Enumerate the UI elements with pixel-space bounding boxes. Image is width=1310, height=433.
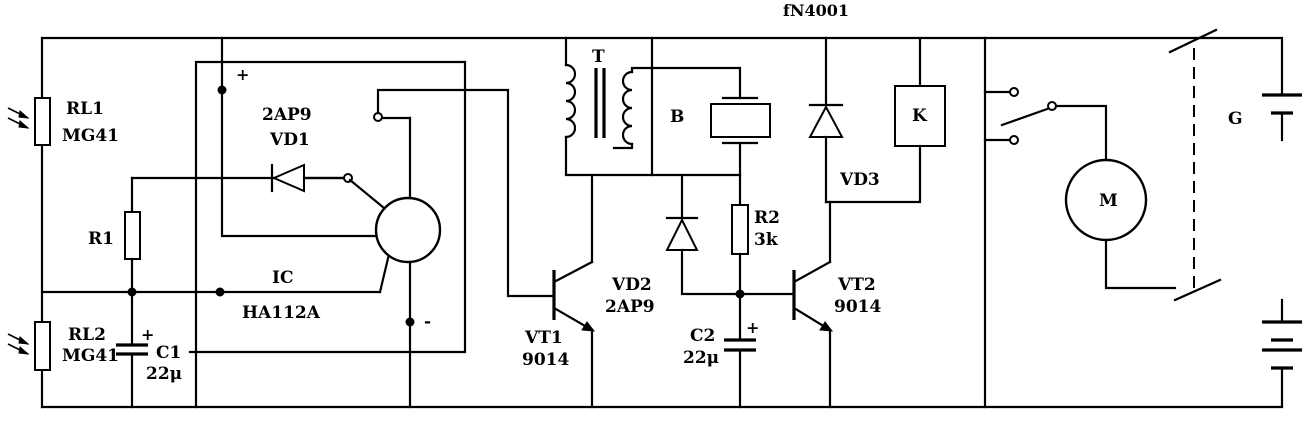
r2-value-label: 3k (754, 230, 779, 250)
vt2-name-label: VT2 (837, 275, 876, 295)
ic-ha112a (373, 88, 554, 409)
diode-feedback (665, 173, 742, 296)
ic-plus-label: + (236, 65, 249, 84)
c1-value-label: 22μ (146, 364, 182, 384)
c2-name-label: C2 (690, 326, 715, 346)
rl2-name-label: RL2 (68, 325, 106, 345)
r2-name-label: R2 (754, 208, 780, 228)
relay-contacts (983, 36, 1108, 409)
ic-model-label: HA112A (242, 303, 321, 323)
resistor-r2 (731, 173, 749, 299)
photoresistor-rl2 (7, 321, 51, 371)
c1-name-label: C1 (156, 343, 181, 363)
ic-supply-wires (188, 36, 467, 409)
ic-name-label: IC (272, 268, 293, 288)
battery-g (1262, 93, 1302, 370)
top-rail (40, 36, 1284, 97)
vt1-name-label: VT1 (524, 328, 563, 348)
vd2-model-label: 2AP9 (605, 297, 655, 317)
bottom-rail (40, 366, 1284, 409)
rl1-name-label: RL1 (66, 99, 104, 119)
vd1-name-label: VD1 (269, 130, 310, 150)
relay-k (824, 36, 946, 204)
motor-m (1064, 158, 1177, 290)
vd2-name-label: VD2 (611, 275, 652, 295)
diode-vd3 (808, 36, 844, 204)
c2-value-label: 22μ (683, 348, 719, 368)
c2-plus-label: + (746, 318, 759, 337)
battery-label: G (1228, 109, 1243, 129)
c1-plus-label: + (141, 325, 154, 344)
motor-label: M (1099, 191, 1118, 211)
ic-minus-label: - (424, 312, 431, 332)
transformer-t (564, 36, 742, 177)
buzzer-label: B (670, 107, 684, 127)
transistor-vt1 (552, 173, 596, 409)
relay-label: K (912, 106, 928, 126)
vd3-model-label: fN4001 (783, 1, 849, 20)
vd1-model-label: 2AP9 (262, 105, 312, 125)
capacitor-c2 (724, 292, 756, 409)
vd3-name-label: VD3 (839, 170, 880, 190)
photoresistor-rl1 (7, 97, 51, 146)
capacitor-c1 (116, 290, 148, 409)
transformer-label: T (592, 47, 605, 67)
r1-label: R1 (88, 229, 114, 249)
sensor-junction-wire (40, 248, 392, 297)
diode-vd1 (270, 163, 386, 210)
vt1-model-label: 9014 (522, 350, 569, 370)
transistor-vt2 (738, 200, 834, 409)
rl1-model-label: MG41 (62, 126, 119, 146)
rl2-model-label: MG41 (62, 346, 119, 366)
buzzer-b (710, 96, 771, 177)
reversing-switch (1168, 28, 1222, 302)
vt2-model-label: 9014 (834, 297, 881, 317)
